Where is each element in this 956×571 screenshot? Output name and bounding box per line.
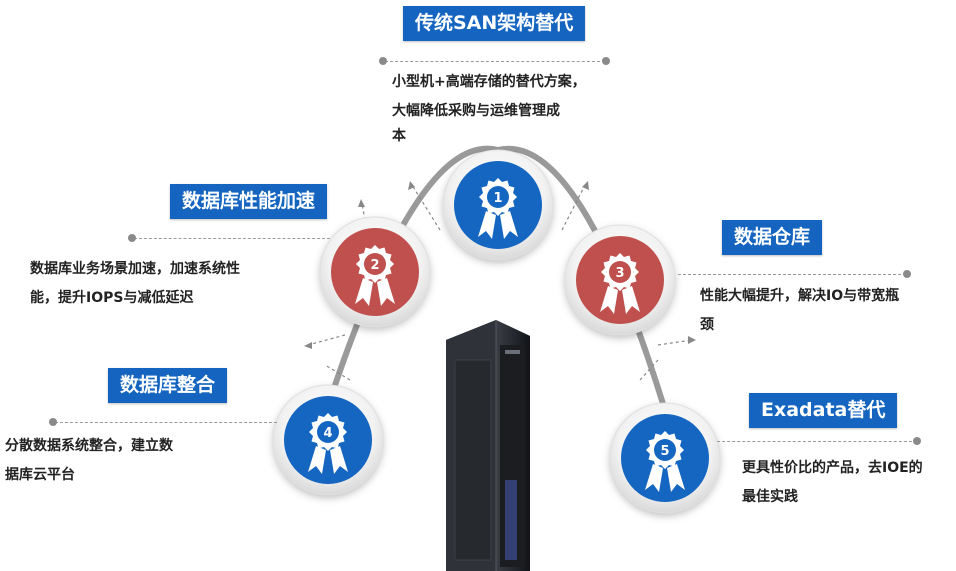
node-1: 1 <box>442 149 554 261</box>
node-3: 3 <box>564 224 676 336</box>
pointer-line-3 <box>678 274 906 275</box>
title-item-5: Exadata替代 <box>749 393 898 428</box>
desc-item-3: 性能大幅提升，解决IO与带宽瓶 颈 <box>700 282 950 340</box>
title-item-2: 数据库性能加速 <box>170 184 328 219</box>
desc-item-2: 数据库业务场景加速，加速系统性 能，提升IOPS与减低延迟 <box>30 255 310 313</box>
node-2: 2 <box>319 216 431 328</box>
award-ribbon-icon <box>600 253 640 314</box>
node-number: 1 <box>493 191 502 206</box>
desc-line: 分散数据系统整合，建立数 <box>5 438 173 454</box>
desc-line: 更具性价比的产品，去IOE的 <box>742 460 923 476</box>
desc-line: 大幅降低采购与运维管理成 <box>392 103 560 119</box>
award-ribbon-icon <box>645 431 685 492</box>
desc-line: 性能大幅提升，解决IO与带宽瓶 <box>700 288 900 304</box>
award-ribbon-icon <box>355 245 395 306</box>
desc-line: 小型机+高端存储的替代方案， <box>392 74 586 90</box>
desc-item-5: 更具性价比的产品，去IOE的 最佳实践 <box>742 454 952 512</box>
desc-line: 颈 <box>700 317 714 333</box>
title-item-3: 数据仓库 <box>722 220 823 255</box>
award-ribbon-icon <box>308 413 348 474</box>
title-item-1: 传统SAN架构替代 <box>403 6 586 41</box>
pointer-line-4 <box>55 422 277 423</box>
node-number: 2 <box>370 258 379 273</box>
desc-line: 数据库业务场景加速，加速系统性 <box>30 261 240 277</box>
pointer-line-1 <box>385 61 605 62</box>
pointer-dot-3 <box>903 270 911 278</box>
desc-line: 据库云平台 <box>5 467 75 483</box>
arrow-heads <box>304 181 696 349</box>
pointer-line-5 <box>717 441 917 442</box>
pointer-dot-5 <box>913 437 921 445</box>
node-number: 4 <box>323 426 332 441</box>
award-ribbon-icon <box>478 178 518 239</box>
pointer-dot-1b <box>602 57 610 65</box>
node-number: 5 <box>660 444 669 459</box>
desc-line: 最佳实践 <box>742 489 798 505</box>
node-5: 5 <box>609 402 721 514</box>
pointer-dot-4 <box>49 418 57 426</box>
pointer-dot-2 <box>128 234 136 242</box>
node-number: 3 <box>615 266 624 281</box>
desc-item-1: 小型机+高端存储的替代方案， 大幅降低采购与运维管理成 本 <box>392 68 622 146</box>
arrow-group <box>307 184 693 381</box>
pointer-line-2 <box>134 238 330 239</box>
title-item-4: 数据库整合 <box>108 368 228 403</box>
desc-line: 本 <box>392 128 406 144</box>
node-4: 4 <box>272 384 384 496</box>
desc-item-4: 分散数据系统整合，建立数 据库云平台 <box>5 432 235 490</box>
desc-line: 能，提升IOPS与减低延迟 <box>30 290 194 306</box>
pointer-dot-1a <box>379 57 387 65</box>
